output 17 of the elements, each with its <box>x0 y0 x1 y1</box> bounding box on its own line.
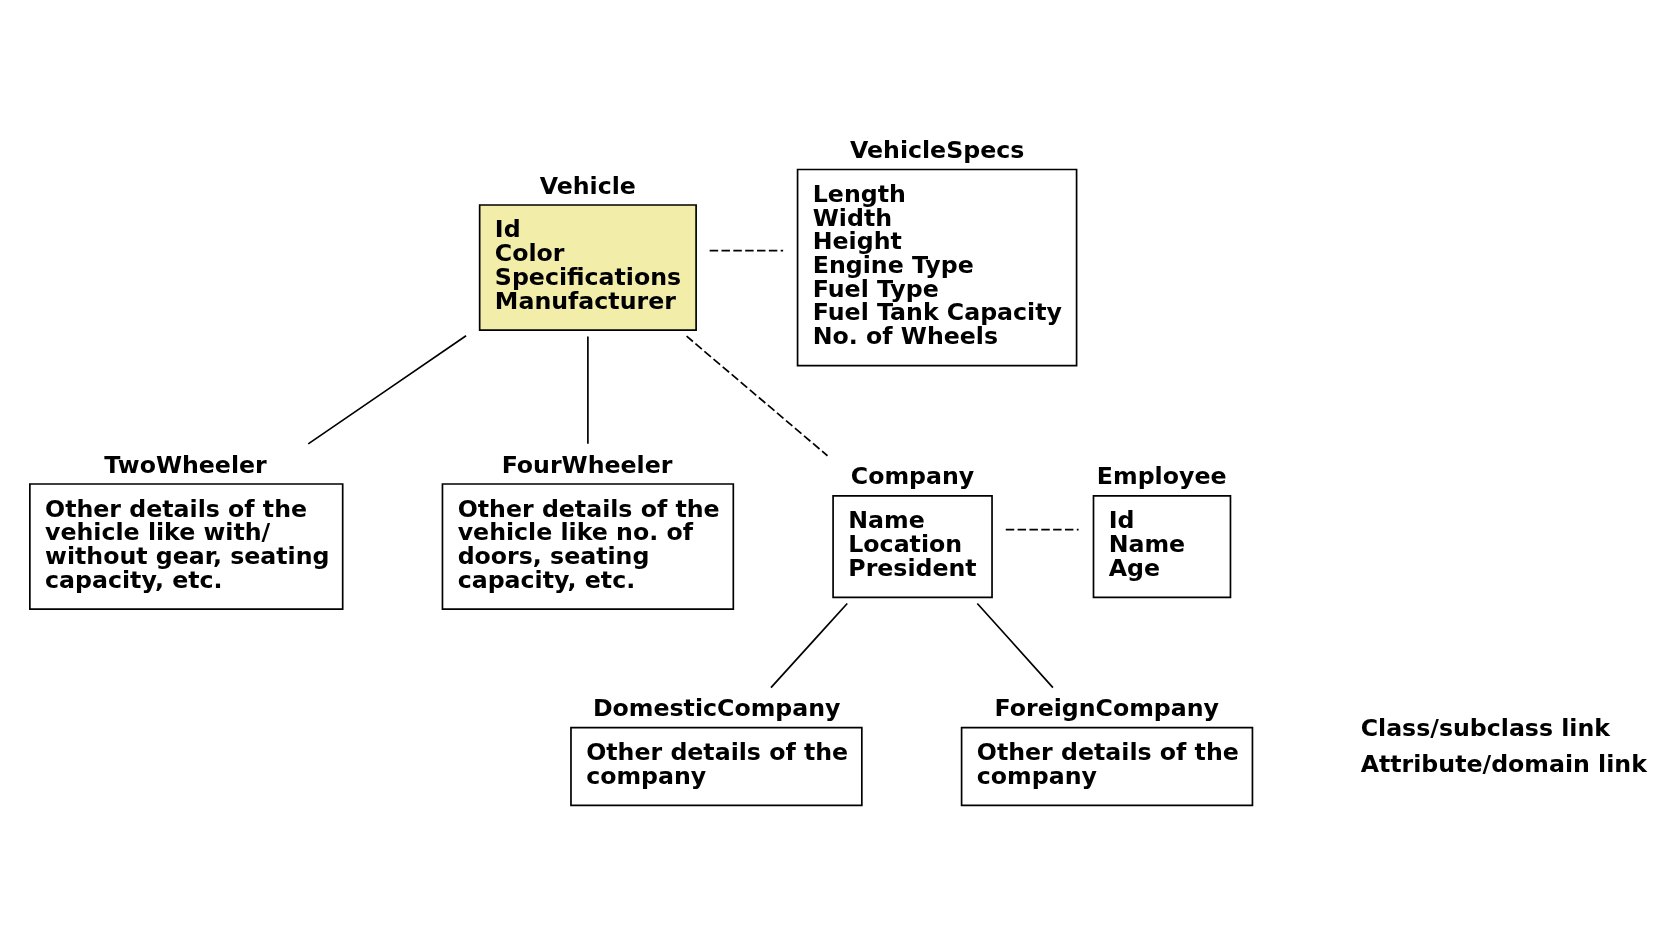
node-label: Employee <box>1096 461 1227 490</box>
node-label: ForeignCompany <box>994 693 1220 722</box>
node-label: Company <box>850 461 975 490</box>
node-label: FourWheeler <box>501 450 673 479</box>
legend-label: Attribute/domain link <box>1360 749 1647 778</box>
connector <box>976 602 1054 688</box>
connector <box>708 249 784 251</box>
connector <box>587 335 589 445</box>
connector <box>770 602 849 688</box>
node-label: TwoWheeler <box>104 450 267 479</box>
connector <box>1004 528 1080 531</box>
node-label: Vehicle <box>539 171 636 200</box>
node-label: DomesticCompany <box>592 693 841 722</box>
connector <box>685 334 829 457</box>
node-label: VehicleSpecs <box>849 135 1025 164</box>
connector <box>307 334 467 445</box>
legend-label: Class/subclass link <box>1360 713 1611 742</box>
